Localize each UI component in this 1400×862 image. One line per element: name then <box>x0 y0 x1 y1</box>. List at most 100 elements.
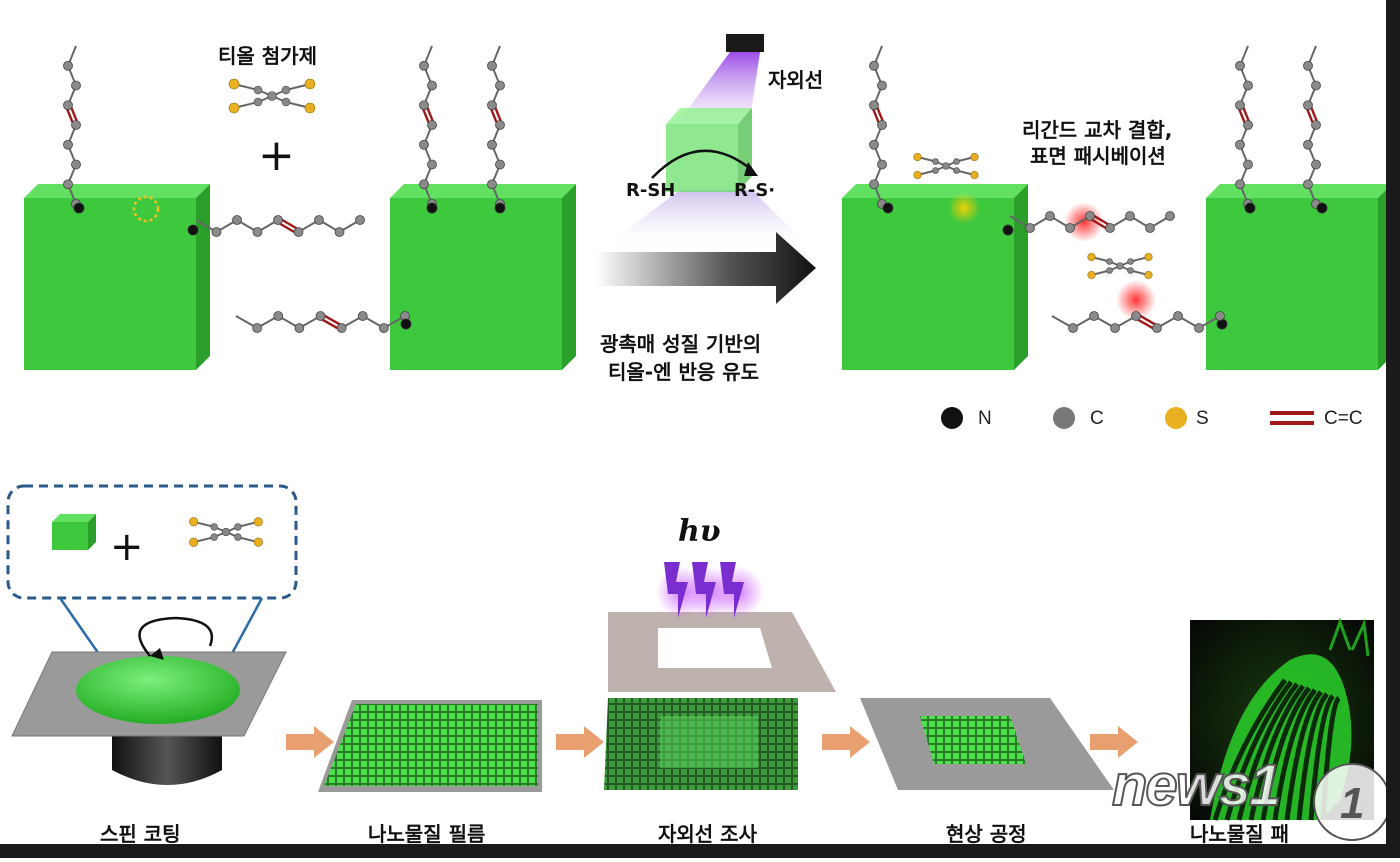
zebra-stripe <box>1284 690 1323 821</box>
ligand-chain-9-carbon <box>1165 211 1175 221</box>
ligand-chain-4-carbon <box>355 215 365 225</box>
bound-thiol-2-center <box>1116 262 1124 270</box>
nanomaterial-film <box>324 704 538 786</box>
thiol-additive-molecule-carbon <box>253 85 263 95</box>
zebra-stripe <box>1248 684 1305 821</box>
ligand-chain-5-carbon <box>357 311 368 321</box>
ligand-chain-1-carbon <box>63 179 73 190</box>
exposed-region <box>660 716 758 768</box>
step-film-label: 나노물질 필름 <box>368 822 486 846</box>
cube-top-left-top <box>24 184 210 198</box>
patterned-nanomaterial <box>920 716 1026 764</box>
ligand-chain-10-carbon <box>1131 311 1141 321</box>
ligand-chain-3-carbon <box>495 80 505 91</box>
spin-coater-base <box>112 728 222 785</box>
ligand-chain-2-carbon <box>419 60 429 71</box>
uv-beam <box>680 52 760 120</box>
ligand-chain-1-carbon <box>71 159 81 170</box>
inset-thiol-carbon <box>234 533 242 541</box>
ligand-chain-5-carbon <box>336 323 347 333</box>
news1-watermark: news1 <box>1111 752 1282 819</box>
cube-top-left-front <box>24 198 196 370</box>
ligand-chain-3-carbon <box>495 120 505 130</box>
bound-thiol-1 <box>913 152 979 180</box>
ligand-chain-3-carbon <box>487 139 497 150</box>
ligand-chain-2-carbon <box>427 80 437 91</box>
reaction-curve-arrow <box>651 149 753 179</box>
step-arrow-4 <box>1090 726 1138 758</box>
crosslink-glow <box>1064 202 1104 242</box>
zebra-pattern-image <box>1190 617 1374 821</box>
bottom-edge-bar <box>0 844 1400 858</box>
cube-top-mid-front <box>390 198 562 370</box>
ligand-chain-9-carbon <box>1105 223 1115 233</box>
surface-vacancy-marker <box>132 195 160 223</box>
ligand-chain-3 <box>487 45 505 209</box>
cube-top-right-2 <box>1206 184 1392 370</box>
ligand-chain-8-carbon <box>1303 139 1313 150</box>
zebra-stripe <box>1260 686 1311 821</box>
ligand-chain-6-carbon <box>869 139 879 150</box>
news1-badge-digit: 1 <box>1340 779 1364 828</box>
uv-lightning-bolt-3 <box>720 562 744 618</box>
ligand-chain-10 <box>1051 311 1225 333</box>
ligand-chain-1-carbon <box>71 80 81 91</box>
thiol-additive-label: 티올 첨가제 <box>218 44 317 68</box>
cube-top-right-1-side <box>1014 184 1028 370</box>
ligand-chain-2-carbon <box>419 179 429 190</box>
inset-cube-side <box>88 514 96 550</box>
ligand-chain-1-carbon <box>71 120 81 130</box>
cube-top-mid <box>390 184 576 370</box>
bound-thiol-1-carbon <box>953 158 960 165</box>
zebra-stripe <box>1272 688 1317 821</box>
ligand-chain-6-carbon <box>877 80 887 91</box>
ligand-chain-10-carbon <box>1152 323 1162 333</box>
photocatalytic-label-2: 티올-엔 반응 유도 <box>608 360 760 384</box>
ligand-chain-8-carbon <box>1311 80 1321 91</box>
zebra-stripe <box>1296 692 1329 821</box>
inset-thiol <box>189 517 263 547</box>
ligand-chain-2-carbon <box>419 139 429 150</box>
ligand-chain-5 <box>235 311 410 333</box>
ligand-chain-2 <box>419 45 437 209</box>
thiol-additive-molecule-sulfur <box>304 78 316 90</box>
nitrogen-atom <box>1244 202 1256 214</box>
zebra-stripe <box>1224 680 1293 821</box>
ligand-chain-5-carbon <box>273 311 284 321</box>
ligand-chain-7-carbon <box>1235 179 1245 190</box>
nitrogen-atom <box>882 202 894 214</box>
inset-cube-top <box>52 514 96 522</box>
ligand-chain-6-carbon <box>869 179 879 190</box>
ligand-chain-8 <box>1303 45 1321 209</box>
crosslink-label-1: 리간드 교차 결합, <box>1022 118 1173 142</box>
ligand-chain-4 <box>195 215 365 237</box>
rotation-arrowhead <box>150 648 164 660</box>
nitrogen-atom <box>1002 224 1014 236</box>
inset-thiol-carbon <box>234 523 242 531</box>
thiol-additive-molecule-center <box>267 91 277 101</box>
ligand-chain-8-carbon <box>1311 120 1321 130</box>
ligand-chain-7-carbon <box>1235 100 1245 111</box>
ligand-chain-9 <box>1009 211 1175 233</box>
process-arrow-right <box>596 232 816 304</box>
cube-top-left-side <box>196 184 210 370</box>
ligand-chain-6-carbon <box>869 60 879 71</box>
zebra-stripe <box>1212 678 1288 821</box>
ligand-chain-3-carbon <box>487 100 497 111</box>
ligand-chain-1-carbon <box>63 100 73 111</box>
thiol-additive-molecule-sulfur <box>228 78 240 90</box>
legend-s-label: S <box>1196 408 1209 429</box>
zebra-stripe <box>1308 694 1335 821</box>
legend-n-symbol <box>941 407 963 429</box>
ligand-chain-7-carbon <box>1243 80 1253 91</box>
ligand-chain-6-carbon <box>869 100 879 111</box>
rotation-arrow <box>138 616 213 657</box>
inset-thiol-sulfur <box>253 537 263 547</box>
thiol-additive-molecule-carbon <box>253 97 263 107</box>
ligand-chain-9-carbon <box>1025 223 1035 233</box>
ligand-chain-1-carbon <box>63 139 73 150</box>
photomask-window <box>658 628 772 668</box>
nitrogen-atom <box>187 224 199 236</box>
